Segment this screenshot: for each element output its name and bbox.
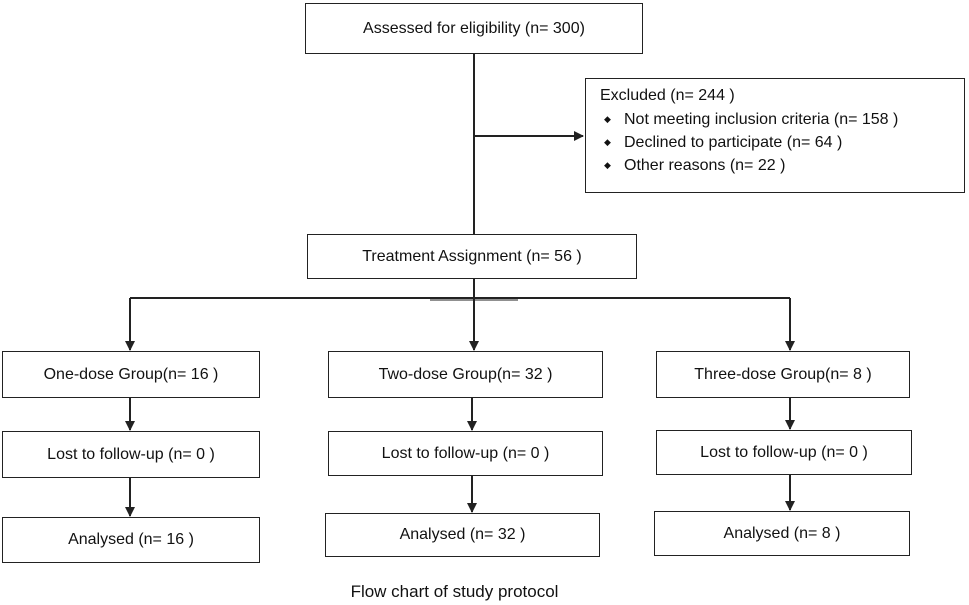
lost-box-two-dose: Lost to follow-up (n= 0 ) <box>328 431 603 476</box>
excluded-title: Excluded (n= 244 ) <box>600 87 735 104</box>
analysed-box-two-dose: Analysed (n= 32 ) <box>325 513 600 557</box>
analysed-box-one-dose: Analysed (n= 16 ) <box>2 517 260 563</box>
excluded-reasons-list: ◆Not meeting inclusion criteria (n= 158 … <box>600 108 898 177</box>
excluded-reason: ◆Other reasons (n= 22 ) <box>600 154 898 177</box>
excluded-box: Excluded (n= 244 ) ◆Not meeting inclusio… <box>585 78 965 193</box>
figure-caption: Flow chart of study protocol <box>350 582 559 601</box>
group-box-two-dose: Two-dose Group(n= 32 ) <box>328 351 603 398</box>
assignment-label: Treatment Assignment (n= 56 ) <box>362 247 582 265</box>
diamond-bullet-icon: ◆ <box>604 137 611 147</box>
diamond-bullet-icon: ◆ <box>604 160 611 170</box>
eligibility-box: Assessed for eligibility (n= 300) <box>305 3 643 54</box>
analysed-box-three-dose: Analysed (n= 8 ) <box>654 511 910 556</box>
assignment-box: Treatment Assignment (n= 56 ) <box>307 234 637 279</box>
eligibility-label: Assessed for eligibility (n= 300) <box>363 19 585 37</box>
excluded-reason: ◆Not meeting inclusion criteria (n= 158 … <box>600 108 898 131</box>
lost-box-one-dose: Lost to follow-up (n= 0 ) <box>2 431 260 478</box>
group-box-three-dose: Three-dose Group(n= 8 ) <box>656 351 910 398</box>
diamond-bullet-icon: ◆ <box>604 114 611 124</box>
excluded-reason: ◆Declined to participate (n= 64 ) <box>600 131 898 154</box>
group-box-one-dose: One-dose Group(n= 16 ) <box>2 351 260 398</box>
lost-box-three-dose: Lost to follow-up (n= 0 ) <box>656 430 912 475</box>
